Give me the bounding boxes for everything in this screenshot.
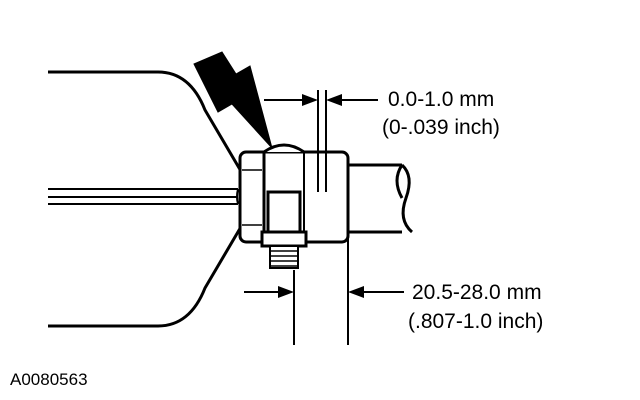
gap-dimension bbox=[264, 90, 378, 192]
exhaust-pipe bbox=[348, 163, 414, 234]
overlap-arrowhead-left bbox=[278, 286, 294, 298]
overlap-imperial-label: (.807-1.0 inch) bbox=[408, 310, 544, 333]
gap-arrowhead-right bbox=[326, 94, 342, 106]
muffler-body bbox=[48, 70, 247, 328]
gap-arrowhead-left bbox=[302, 94, 318, 106]
gap-metric-label: 0.0-1.0 mm bbox=[388, 88, 495, 111]
overlap-dimension bbox=[244, 232, 404, 345]
pointer-arrow bbox=[193, 51, 273, 149]
inlet-pipe bbox=[48, 188, 239, 205]
figure-id: A0080563 bbox=[10, 370, 88, 389]
gap-imperial-label: (0-.039 inch) bbox=[382, 116, 500, 139]
overlap-arrowhead-right bbox=[348, 286, 364, 298]
overlap-metric-label: 20.5-28.0 mm bbox=[412, 281, 542, 304]
clamp-bolt bbox=[260, 190, 308, 269]
